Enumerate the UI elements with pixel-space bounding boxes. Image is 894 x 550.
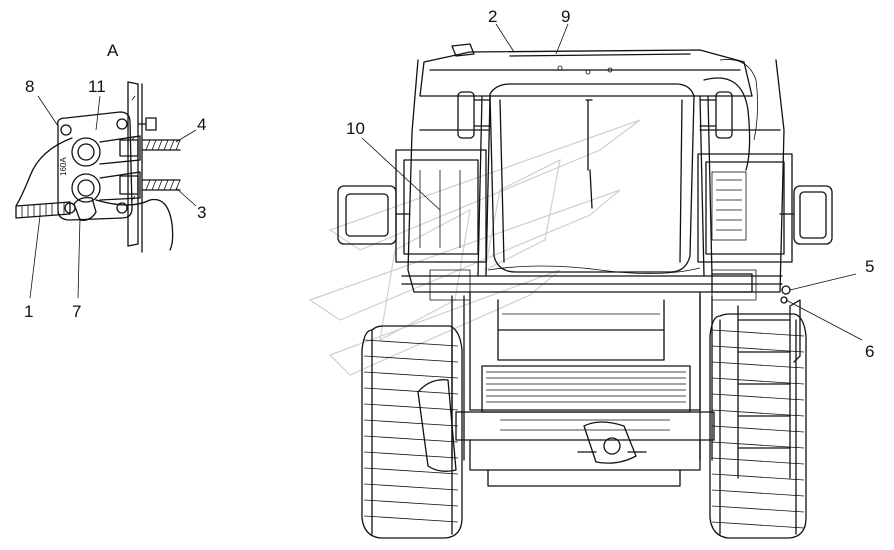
relay-marking: 160А [59,157,68,176]
callout-7: 7 [72,302,81,321]
callout-3: 3 [197,203,206,222]
callout-2: 2 [488,7,497,26]
watermark-logo [308,119,641,376]
callout-1: 1 [24,302,33,321]
callout-10: 10 [346,119,365,138]
callout-6: 6 [865,342,874,361]
combine-harvester-drawing [337,43,833,539]
view-label-a: A [107,41,119,60]
callout-11: 11 [88,77,106,96]
callout-5: 5 [865,257,874,276]
detail-leaders [29,95,197,299]
main-leaders [361,23,863,341]
callout-4: 4 [197,115,206,134]
detail-view-a: 160А [15,81,181,253]
callout-9: 9 [561,7,570,26]
callout-8: 8 [25,77,34,96]
